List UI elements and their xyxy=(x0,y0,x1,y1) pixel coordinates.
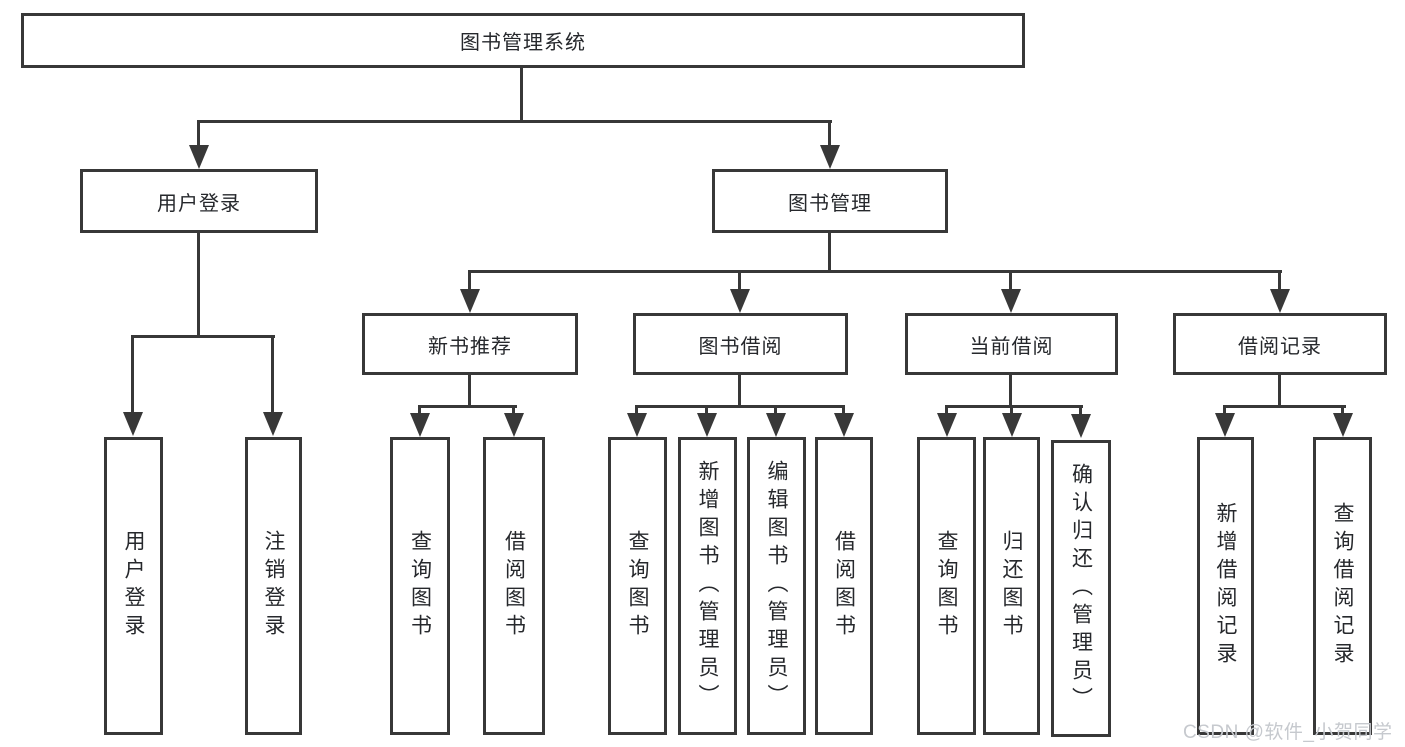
connector-line xyxy=(271,335,274,415)
node-library-management-system: 图书管理系统 xyxy=(21,13,1025,68)
node-label: 图书借阅 xyxy=(698,335,783,358)
node-label: 查询借阅记录 xyxy=(1331,502,1354,670)
arrow-down-icon xyxy=(697,413,717,437)
arrow-down-icon xyxy=(627,413,647,437)
connector-line xyxy=(1010,405,1013,417)
node-book-management: 图书管理 xyxy=(712,169,948,233)
node-borrow-books-recommend: 借阅图书 xyxy=(483,437,545,735)
node-label: 新增借阅记录 xyxy=(1214,502,1237,670)
arrow-down-icon xyxy=(410,413,430,437)
arrow-down-icon xyxy=(460,289,480,313)
arrow-down-icon xyxy=(263,412,283,436)
connector-line xyxy=(1223,405,1226,417)
node-new-book-recommend: 新书推荐 xyxy=(362,313,578,375)
arrow-down-icon xyxy=(1270,289,1290,313)
connector-line xyxy=(197,120,832,123)
connector-line xyxy=(131,335,275,338)
node-edit-books-admin: 编辑图书（管理员） xyxy=(747,437,806,735)
node-label: 借阅图书 xyxy=(832,530,856,642)
node-label: 借阅记录 xyxy=(1238,335,1322,358)
node-label: 查询图书 xyxy=(626,530,649,642)
connector-line xyxy=(418,405,421,417)
connector-line xyxy=(1009,270,1012,292)
connector-line xyxy=(468,270,1282,273)
connector-line xyxy=(512,405,515,417)
node-add-books-admin: 新增图书（管理员） xyxy=(678,437,737,735)
connector-line xyxy=(945,405,948,417)
node-label: 注销登录 xyxy=(262,530,285,642)
arrow-down-icon xyxy=(1215,413,1235,437)
connector-line xyxy=(418,405,517,408)
node-borrow-books-borrowing: 借阅图书 xyxy=(815,437,873,735)
connector-line xyxy=(1223,405,1346,408)
connector-line xyxy=(842,405,845,417)
connector-line xyxy=(468,375,471,408)
arrow-down-icon xyxy=(1002,413,1022,437)
node-logout: 注销登录 xyxy=(245,437,302,735)
connector-line xyxy=(774,405,777,417)
arrow-down-icon xyxy=(123,412,143,436)
node-label: 查询图书 xyxy=(935,530,958,642)
arrow-down-icon xyxy=(504,413,524,437)
connector-line xyxy=(635,405,845,408)
node-book-borrowing: 图书借阅 xyxy=(633,313,848,375)
arrow-down-icon xyxy=(834,413,854,437)
connector-line xyxy=(468,270,471,292)
connector-line xyxy=(1278,270,1281,292)
connector-line xyxy=(1278,375,1281,408)
node-query-books-current: 查询图书 xyxy=(917,437,976,735)
csdn-watermark: CSDN @软件_小贺同学 xyxy=(1183,722,1393,743)
arrow-down-icon xyxy=(1333,413,1353,437)
node-current-borrowing: 当前借阅 xyxy=(905,313,1118,375)
arrow-down-icon xyxy=(189,145,209,169)
node-label: 编辑图书（管理员） xyxy=(765,460,788,712)
connector-line xyxy=(197,233,200,338)
node-query-books-recommend: 查询图书 xyxy=(390,437,450,735)
node-user-login: 用户登录 xyxy=(80,169,318,233)
node-label: 借阅图书 xyxy=(502,530,526,642)
connector-line xyxy=(1341,405,1344,417)
node-label: 查询图书 xyxy=(408,530,432,642)
connector-line xyxy=(945,405,1083,408)
node-label: 新增图书（管理员） xyxy=(696,460,719,712)
connector-line xyxy=(131,335,134,415)
arrow-down-icon xyxy=(766,413,786,437)
node-label: 归还图书 xyxy=(1000,530,1023,642)
arrow-down-icon xyxy=(1001,289,1021,313)
node-query-borrow-record: 查询借阅记录 xyxy=(1313,437,1372,735)
node-label: 确认归还（管理员） xyxy=(1069,462,1093,715)
node-borrowing-records: 借阅记录 xyxy=(1173,313,1387,375)
node-label: 用户登录 xyxy=(122,530,145,642)
arrow-down-icon xyxy=(730,289,750,313)
node-return-books: 归还图书 xyxy=(983,437,1040,735)
node-query-books-borrowing: 查询图书 xyxy=(608,437,667,735)
connector-line xyxy=(738,375,741,408)
connector-line xyxy=(738,270,741,292)
node-label: 图书管理系统 xyxy=(460,32,586,54)
arrow-down-icon xyxy=(820,145,840,169)
node-label: 图书管理 xyxy=(788,192,872,215)
arrow-down-icon xyxy=(937,413,957,437)
connector-line xyxy=(828,120,831,150)
node-add-borrow-record: 新增借阅记录 xyxy=(1197,437,1254,735)
connector-line xyxy=(705,405,708,417)
node-confirm-return-admin: 确认归还（管理员） xyxy=(1051,440,1111,737)
node-label: 用户登录 xyxy=(157,192,241,215)
connector-line xyxy=(635,405,638,417)
node-label: 当前借阅 xyxy=(969,335,1054,358)
connector-line xyxy=(520,68,523,123)
connector-line xyxy=(1079,405,1082,417)
connector-line xyxy=(197,120,200,150)
connector-line xyxy=(828,233,831,273)
arrow-down-icon xyxy=(1071,414,1091,438)
node-label: 新书推荐 xyxy=(428,335,512,358)
node-user-login-leaf: 用户登录 xyxy=(104,437,163,735)
connector-line xyxy=(1009,375,1012,408)
